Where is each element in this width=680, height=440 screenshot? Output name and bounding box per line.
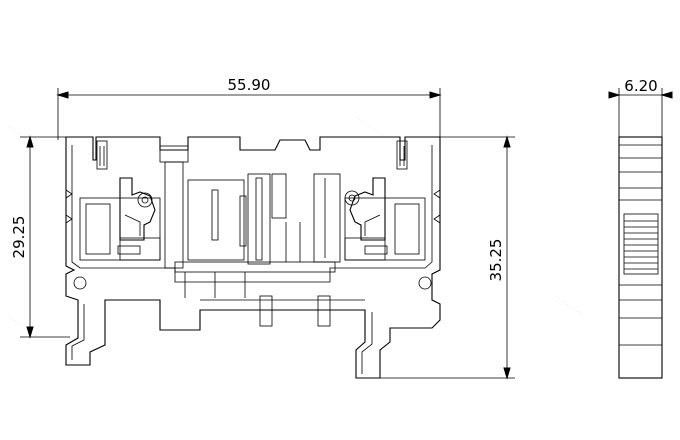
dimension-overall-width: 55.90 [56, 76, 442, 140]
dimension-side-width: 6.20 [608, 77, 673, 140]
side-width-label: 6.20 [624, 77, 657, 95]
dimension-right-height: 35.25 [380, 135, 515, 380]
front-view [65, 136, 441, 379]
overall-width-label: 55.90 [228, 76, 271, 94]
right-height-label: 35.25 [487, 239, 505, 282]
watermark: · · · · · · · · · · · · · · · · · · · · … [7, 115, 585, 339]
svg-text:· · · · · · · · · · ·: · · · · · · · · · · · [554, 295, 585, 319]
svg-text:· · · · · · · · · · ·: · · · · · · · · · · · [354, 115, 385, 139]
dimension-left-height: 29.25 [10, 135, 70, 339]
left-height-label: 29.25 [10, 216, 28, 259]
side-view [618, 136, 663, 379]
